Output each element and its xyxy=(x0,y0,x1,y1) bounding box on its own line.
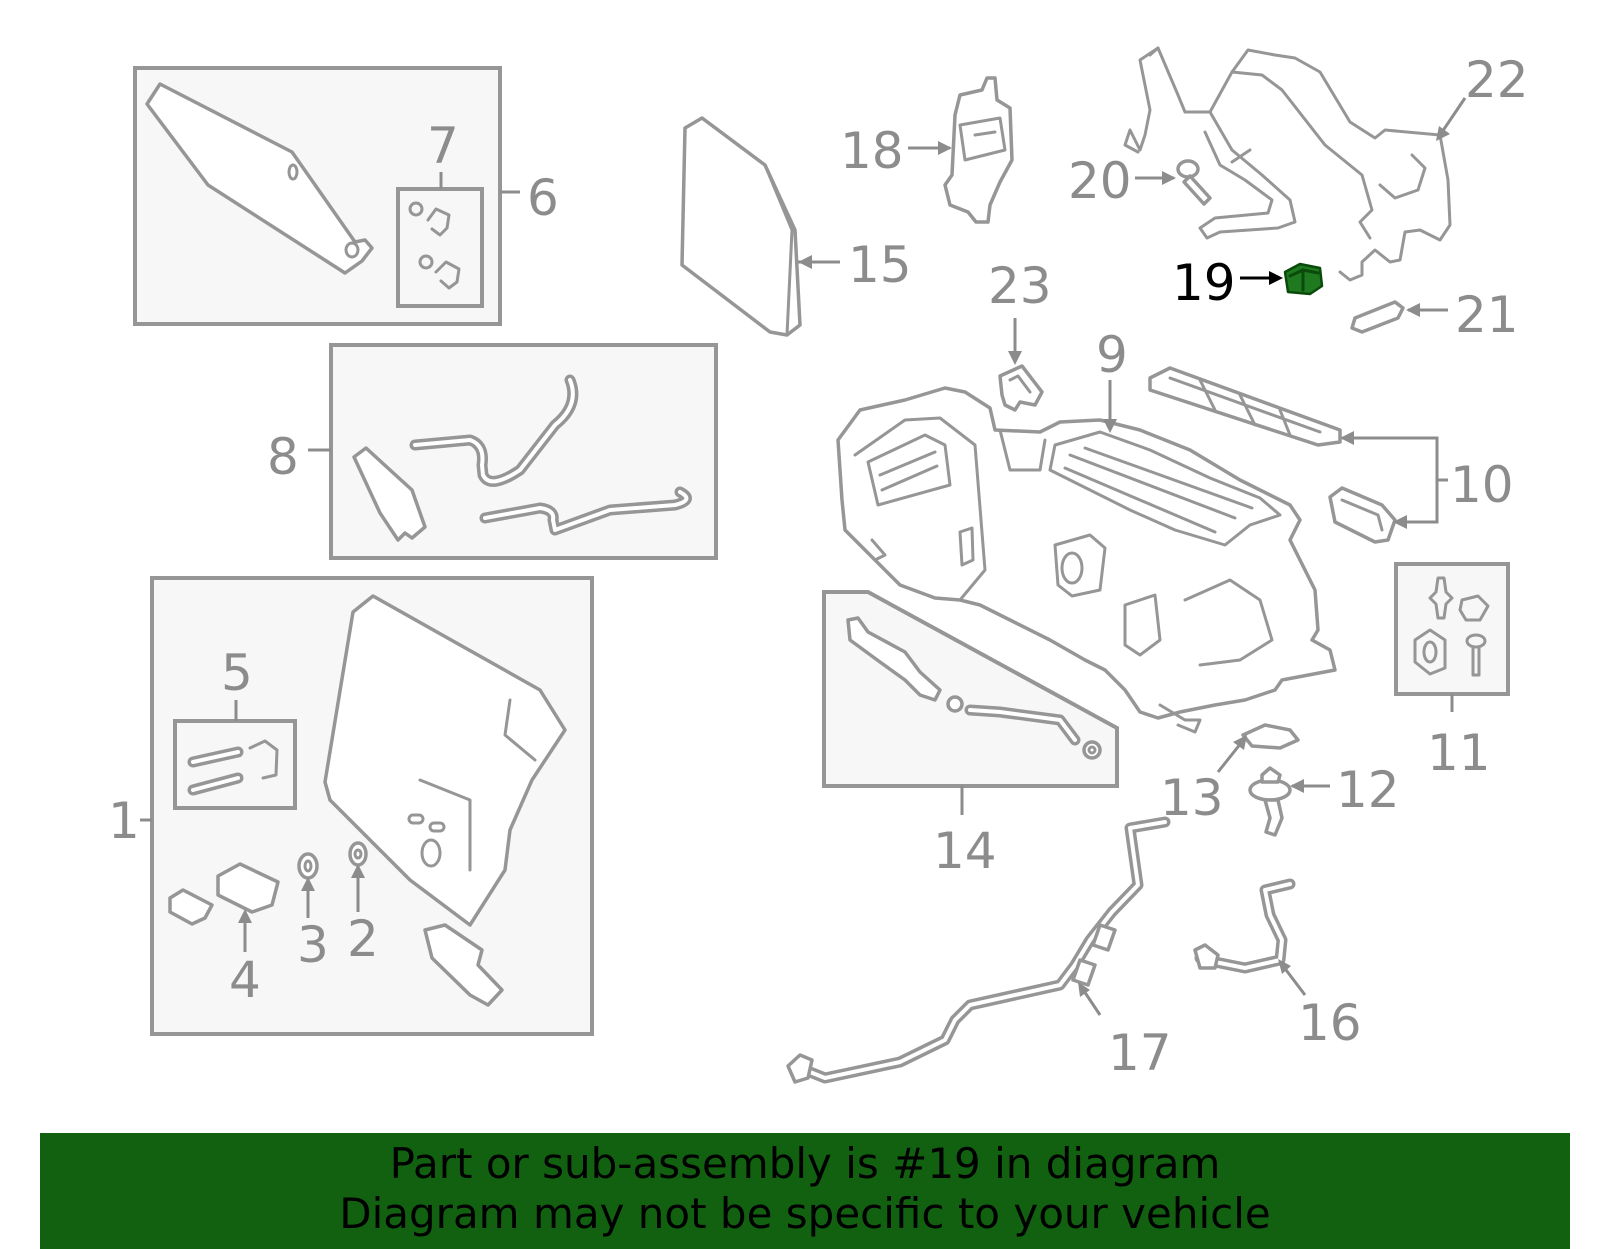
part-9-hvac-housing xyxy=(836,386,1337,734)
part-group-14 xyxy=(822,590,1119,788)
callout-14: 14 xyxy=(933,822,997,880)
part-20 xyxy=(1176,159,1212,206)
part-16 xyxy=(1193,878,1296,974)
info-banner: Part or sub-assembly is #19 in diagram D… xyxy=(40,1133,1570,1249)
callout-19-highlighted: 19 xyxy=(1172,254,1236,312)
callout-4: 4 xyxy=(229,951,261,1009)
callout-10: 10 xyxy=(1450,456,1514,514)
callout-16: 16 xyxy=(1298,994,1362,1052)
callout-13: 13 xyxy=(1160,769,1224,827)
callout-1: 1 xyxy=(108,792,140,850)
banner-line-2: Diagram may not be specific to your vehi… xyxy=(339,1189,1271,1238)
callout-20: 20 xyxy=(1068,152,1132,210)
part-19-highlighted xyxy=(1283,262,1324,296)
callout-9: 9 xyxy=(1096,326,1128,384)
callout-5: 5 xyxy=(221,644,253,702)
part-10 xyxy=(1148,366,1397,544)
part-15 xyxy=(680,116,802,337)
banner-line-1: Part or sub-assembly is #19 in diagram xyxy=(389,1139,1221,1188)
callout-7: 7 xyxy=(427,117,459,175)
callout-12: 12 xyxy=(1336,761,1400,819)
callout-6: 6 xyxy=(527,169,559,227)
callout-3: 3 xyxy=(297,916,329,974)
part-13 xyxy=(1241,723,1300,750)
callout-17: 17 xyxy=(1108,1024,1172,1082)
part-23 xyxy=(998,364,1044,412)
callout-15: 15 xyxy=(848,236,912,294)
part-17 xyxy=(786,816,1171,1084)
part-21 xyxy=(1350,300,1405,334)
callout-18: 18 xyxy=(840,122,904,180)
part-22 xyxy=(1123,46,1452,282)
part-18 xyxy=(943,76,1014,224)
callout-8: 8 xyxy=(267,428,299,486)
part-group-8 xyxy=(329,343,718,560)
leader-lines xyxy=(140,97,1467,1016)
callout-23: 23 xyxy=(988,257,1052,315)
callout-2: 2 xyxy=(347,910,379,968)
part-12 xyxy=(1248,766,1292,837)
part-group-6 xyxy=(133,66,502,326)
callout-labels: 1 2 3 4 5 6 7 8 9 10 11 12 13 14 15 16 1… xyxy=(108,51,1529,1082)
callout-21: 21 xyxy=(1455,286,1519,344)
callout-22: 22 xyxy=(1465,51,1529,109)
part-group-11 xyxy=(1394,562,1510,696)
part-group-1 xyxy=(150,576,594,1036)
callout-11: 11 xyxy=(1427,724,1491,782)
